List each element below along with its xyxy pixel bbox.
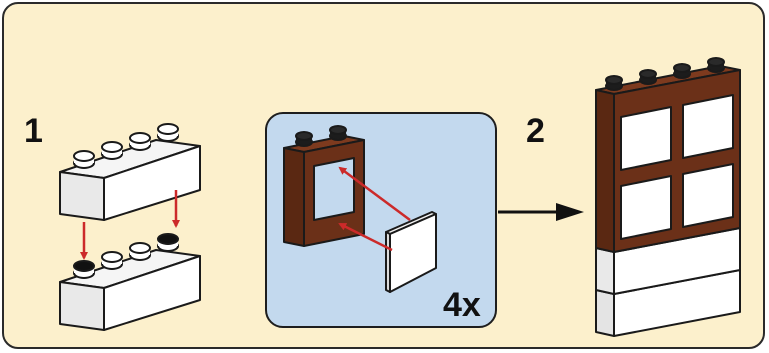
quantity-label: 4x (443, 286, 481, 324)
step-number-2: 2 (526, 112, 545, 150)
window-glass-pane-icon (385, 211, 437, 293)
insert-arrow-lower-icon (338, 222, 393, 252)
window-frame-icon (283, 125, 365, 247)
assembled-window-icon (595, 57, 741, 337)
white-brick-top-icon (59, 123, 201, 221)
white-brick-bottom-icon (59, 233, 201, 331)
flow-arrow-icon (498, 203, 584, 221)
insert-arrow-upper-icon (338, 166, 411, 222)
step-number-1: 1 (24, 112, 43, 150)
